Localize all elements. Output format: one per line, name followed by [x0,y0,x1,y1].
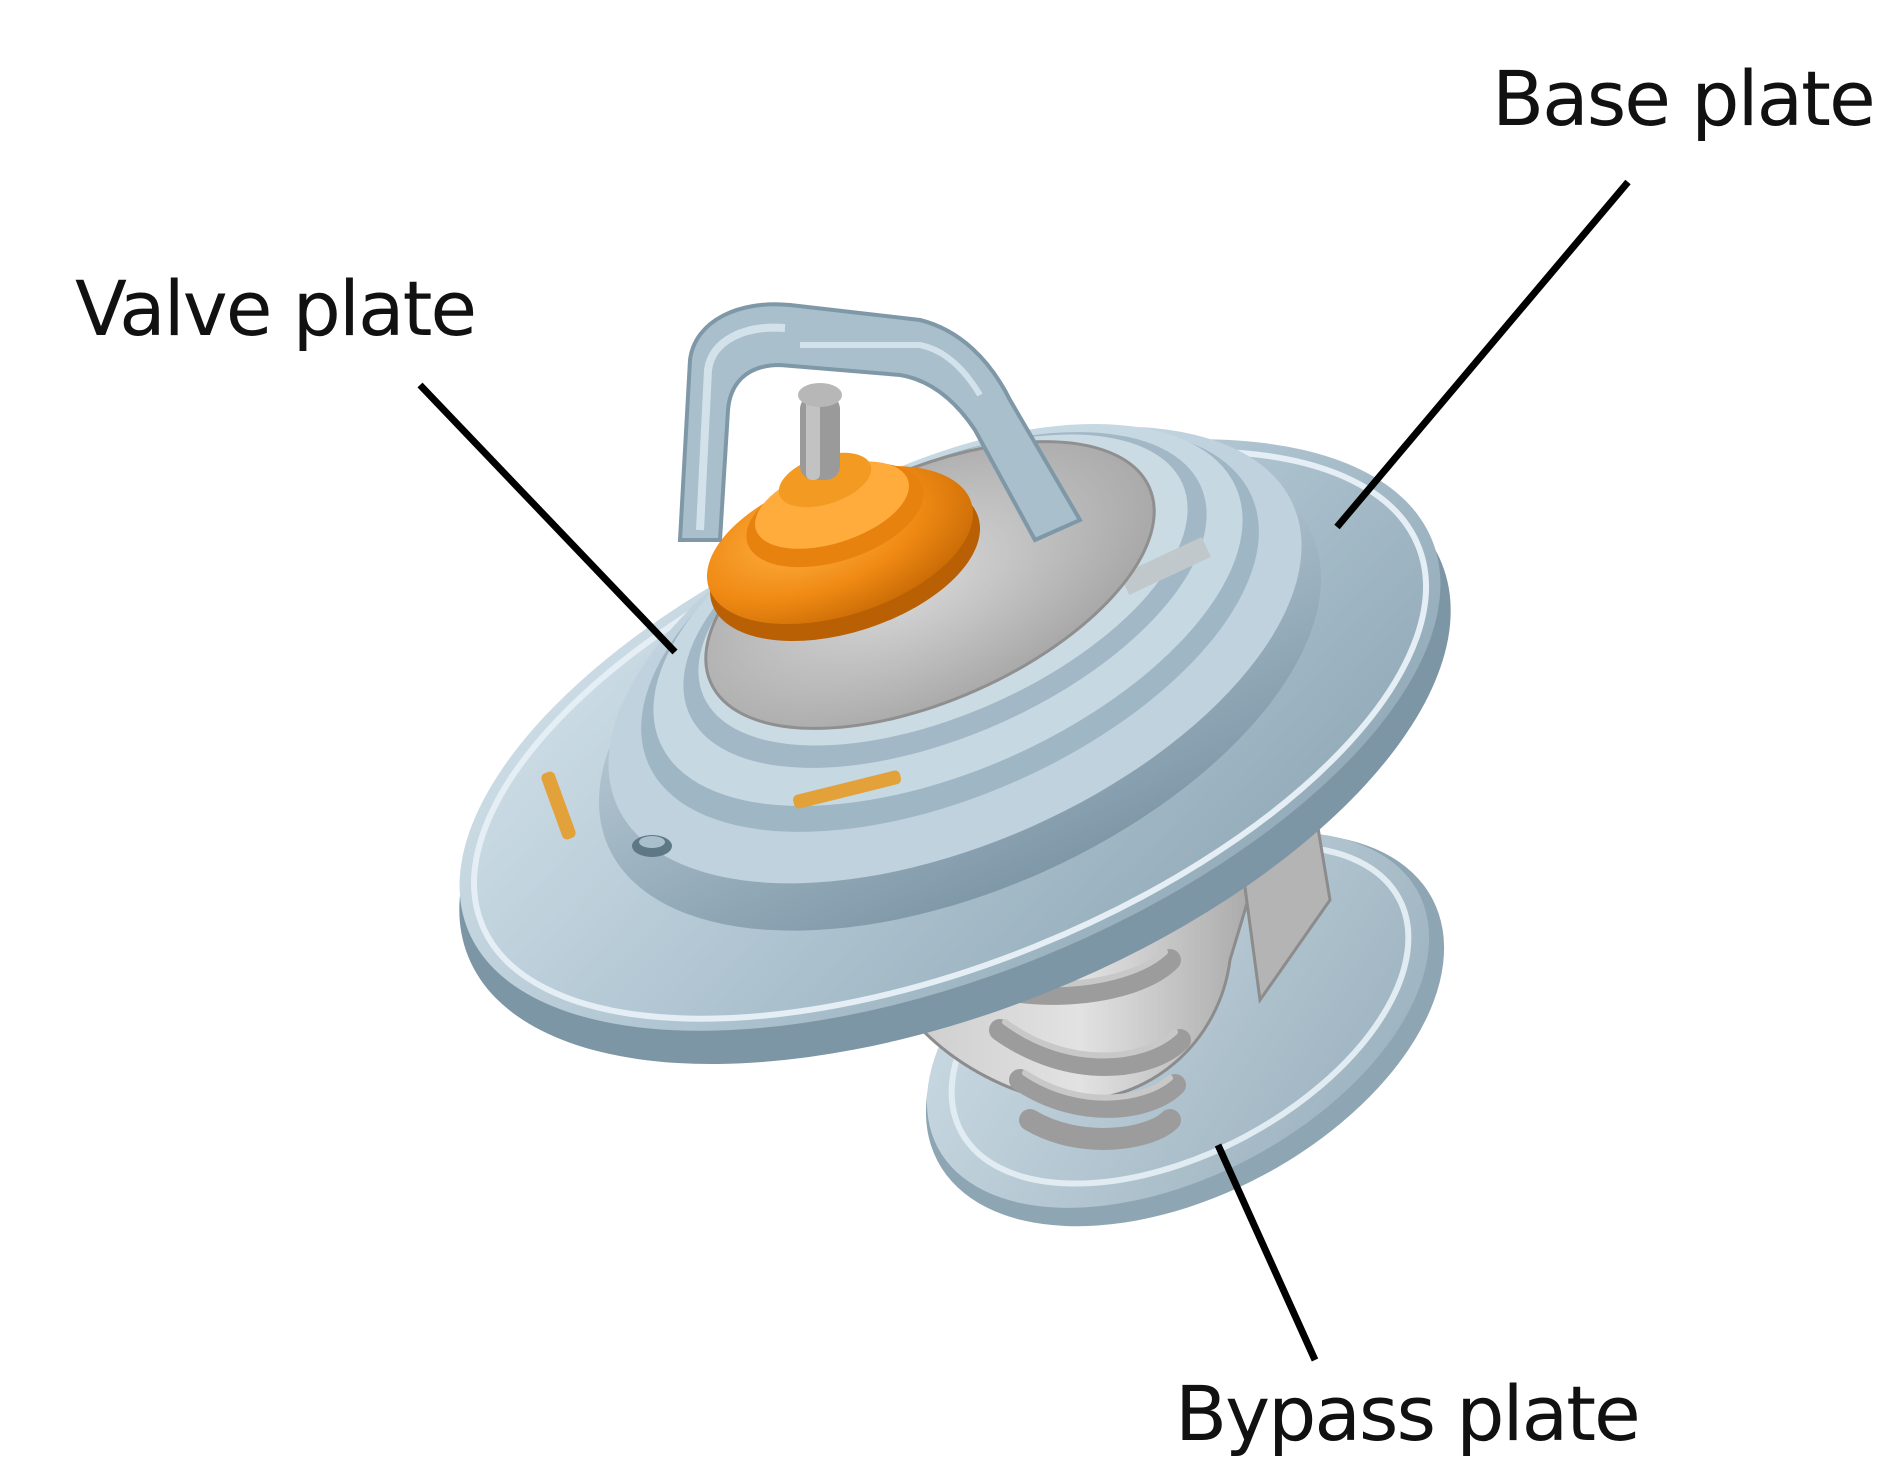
yoke-bridge-part [677,302,1083,543]
valve-plate-label: Valve plate [75,264,475,353]
flange-stamp-markings [541,770,902,840]
valve-plate-leader-line [417,382,678,655]
base-plate-label: Base plate [1492,54,1874,143]
wax-element-part [706,383,980,641]
base-plate-leader-line [1334,179,1631,530]
bypass-plate-label: Bypass plate [1175,1369,1639,1458]
bypass-plate-leader-line [1214,1143,1319,1362]
